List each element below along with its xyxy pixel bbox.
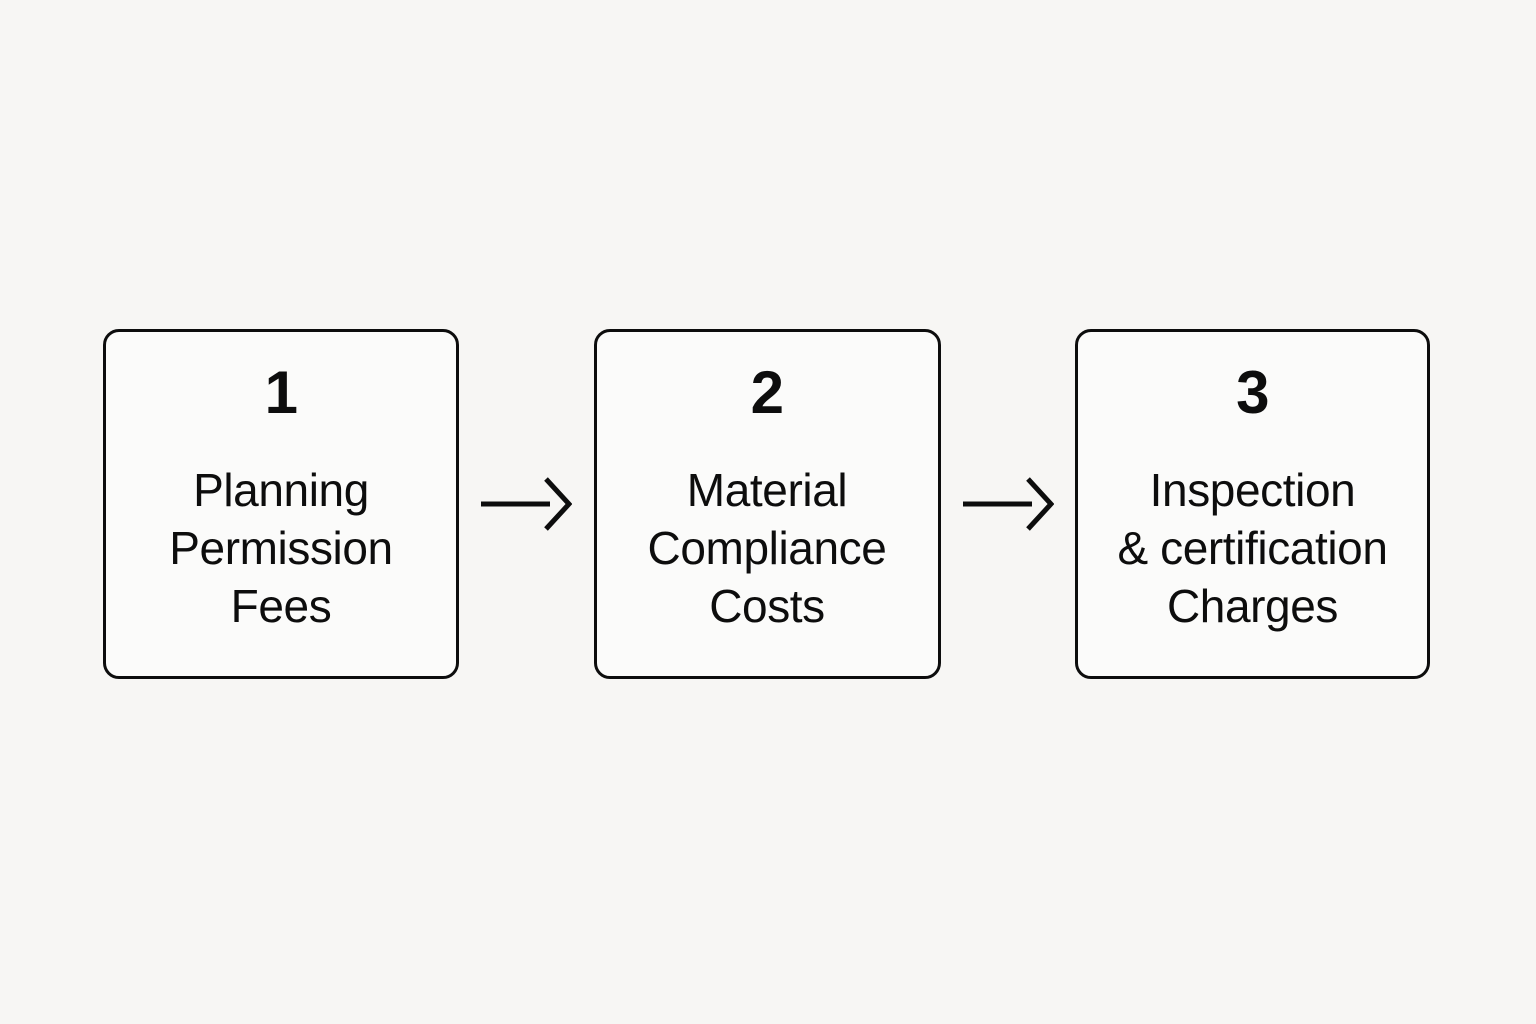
arrow-right-icon-1 — [481, 477, 573, 531]
step-label-1-line-2: Permission — [169, 522, 393, 574]
step-number-1: 1 — [264, 359, 298, 426]
step-number-3: 3 — [1236, 359, 1269, 426]
step-label-1-line-3: Fees — [230, 580, 332, 632]
step-label-2-line-2: Compliance — [647, 522, 887, 574]
arrow-right-icon-2 — [962, 477, 1054, 531]
step-label-1-line-1: Planning — [193, 464, 369, 516]
step-box-2[interactable]: 2 Material Compliance Costs — [593, 329, 941, 679]
step-label-1: Planning Permission Fees — [106, 461, 456, 635]
step-box-1[interactable]: 1 Planning Permission Fees — [103, 329, 459, 679]
step-label-2: Material Compliance Costs — [597, 461, 938, 635]
step-label-3: Inspection & certification Charges — [1078, 461, 1427, 635]
step-label-3-line-3: Charges — [1166, 580, 1339, 632]
step-number-2: 2 — [750, 359, 784, 426]
step-label-3-line-1: Inspection — [1149, 464, 1356, 516]
step-box-3[interactable]: 3 Inspection & certification Charges — [1075, 329, 1430, 679]
process-flow: 1 Planning Permission Fees 2 Material Co… — [103, 329, 1430, 679]
step-label-3-line-2: & certification — [1117, 522, 1388, 574]
step-label-2-line-1: Material — [686, 464, 848, 516]
step-label-2-line-3: Costs — [709, 580, 825, 632]
